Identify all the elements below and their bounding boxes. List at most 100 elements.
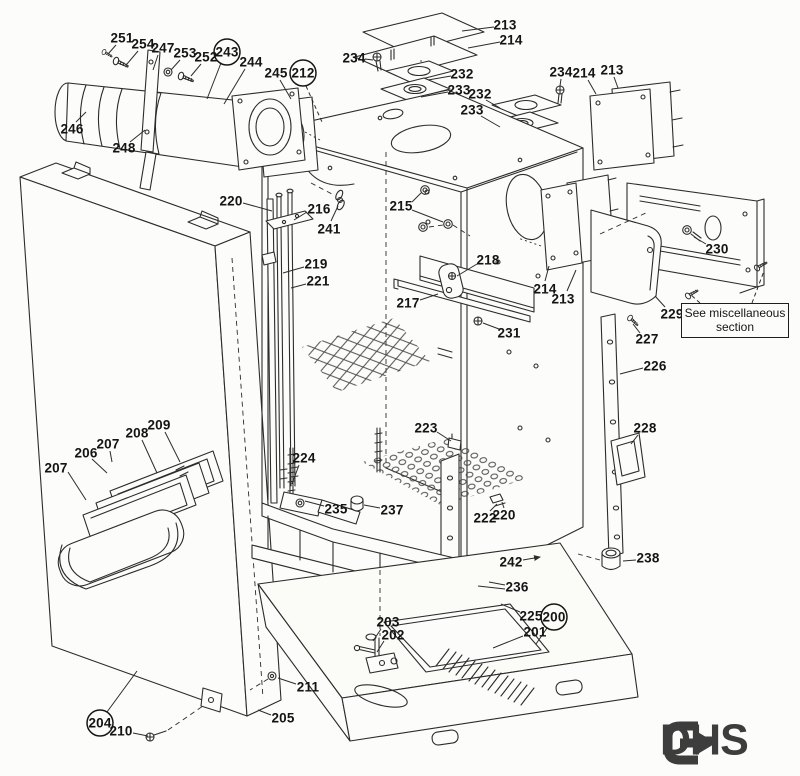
part-label-213: 213 bbox=[551, 292, 574, 307]
part-label-208: 208 bbox=[125, 426, 148, 441]
part-label-248: 248 bbox=[112, 141, 135, 156]
right-side-parts bbox=[517, 174, 769, 571]
screw-252 bbox=[177, 71, 196, 84]
part-label-231: 231 bbox=[497, 326, 520, 341]
part-label-244: 244 bbox=[239, 55, 262, 70]
nut-215 bbox=[418, 222, 428, 232]
leader-line bbox=[372, 628, 382, 642]
leader-line bbox=[587, 79, 597, 95]
part-label-206: 206 bbox=[74, 446, 97, 461]
wingnut-241 bbox=[333, 188, 347, 212]
fitting-202 bbox=[390, 657, 398, 665]
part-label-228: 228 bbox=[633, 421, 656, 436]
part-label-234: 234 bbox=[342, 51, 365, 66]
leader-line bbox=[480, 115, 501, 128]
part-label-207: 207 bbox=[44, 461, 67, 476]
leader-line bbox=[152, 54, 159, 71]
cabinet-body bbox=[261, 89, 584, 586]
clip-223 bbox=[447, 437, 462, 451]
screw-210 bbox=[145, 732, 155, 742]
window-bezel bbox=[57, 509, 185, 587]
leader-line bbox=[559, 78, 562, 87]
part-label-223: 223 bbox=[414, 421, 437, 436]
part-label-230: 230 bbox=[705, 242, 728, 257]
strip-221 bbox=[266, 198, 278, 504]
leader-line bbox=[67, 471, 87, 501]
leader-line bbox=[279, 79, 292, 100]
callout-line2: section bbox=[715, 320, 755, 335]
leader-line bbox=[126, 50, 139, 65]
leader-line bbox=[107, 44, 117, 55]
part-label-212: 212 bbox=[291, 66, 314, 81]
leader-line bbox=[689, 293, 701, 304]
dhs-logo-text: DHS bbox=[660, 715, 749, 765]
leader-line bbox=[693, 236, 707, 245]
part-label-233: 233 bbox=[460, 103, 483, 118]
leader-line bbox=[223, 68, 246, 105]
leader-line bbox=[291, 464, 300, 485]
leader-line bbox=[376, 640, 385, 653]
tray-louvers bbox=[435, 648, 535, 706]
flange-plate bbox=[231, 87, 306, 171]
part-label-circle-212 bbox=[289, 59, 317, 87]
misc-section-callout: See miscellaneous section bbox=[681, 303, 789, 338]
screw-254 bbox=[111, 56, 131, 69]
leader-line bbox=[129, 129, 146, 143]
part-label-227: 227 bbox=[635, 332, 658, 347]
part-label-circle-243 bbox=[213, 38, 241, 66]
part-label-252: 252 bbox=[194, 50, 217, 65]
leader-line bbox=[170, 59, 181, 71]
leader-line bbox=[330, 205, 339, 222]
leader-line bbox=[436, 431, 452, 442]
part-label-204: 204 bbox=[88, 716, 111, 731]
leader-line bbox=[461, 26, 495, 32]
leader-line bbox=[500, 603, 521, 613]
part-label-241: 241 bbox=[317, 222, 340, 237]
part-label-205: 205 bbox=[271, 711, 294, 726]
part-label-236: 236 bbox=[505, 580, 528, 595]
part-label-237: 237 bbox=[380, 503, 403, 518]
leader-line bbox=[141, 439, 158, 474]
bushing-238 bbox=[577, 547, 621, 571]
part-label-247: 247 bbox=[151, 41, 174, 56]
part-label-201: 201 bbox=[523, 625, 546, 640]
nut-215 bbox=[443, 219, 453, 229]
pilot-valve bbox=[353, 633, 399, 674]
part-label-224: 224 bbox=[292, 451, 315, 466]
part-label-211: 211 bbox=[297, 680, 320, 695]
bolt-231 bbox=[473, 316, 483, 326]
leader-line bbox=[411, 192, 422, 203]
part-label-251: 251 bbox=[110, 31, 133, 46]
bracket-218 bbox=[438, 263, 464, 299]
leader-line bbox=[544, 265, 550, 282]
tray-slot bbox=[354, 684, 408, 708]
leader-line bbox=[419, 293, 439, 301]
leader-line bbox=[190, 63, 202, 77]
part-label-243: 243 bbox=[215, 45, 238, 60]
top-plates bbox=[354, 12, 485, 108]
leader-line bbox=[364, 58, 374, 61]
part-label-235: 235 bbox=[324, 502, 347, 517]
part-label-246: 246 bbox=[60, 122, 83, 137]
tray-skirt-front bbox=[341, 653, 639, 742]
rail-217 bbox=[397, 279, 531, 323]
leader-line bbox=[619, 367, 644, 375]
flue-bracket bbox=[140, 49, 161, 153]
leader-line bbox=[427, 75, 452, 81]
leader-line bbox=[206, 62, 222, 100]
leader-line bbox=[613, 76, 619, 89]
part-label-229: 229 bbox=[660, 307, 683, 322]
leader-line bbox=[75, 111, 87, 123]
part-label-209: 209 bbox=[147, 418, 170, 433]
screw-211 bbox=[267, 671, 277, 681]
part-label-214: 214 bbox=[499, 33, 522, 48]
part-label-234: 234 bbox=[549, 65, 572, 80]
part-label-213: 213 bbox=[600, 63, 623, 78]
leader-line bbox=[630, 434, 639, 445]
cap-nut-237 bbox=[350, 495, 364, 512]
leader-line bbox=[420, 91, 449, 98]
leader-line bbox=[467, 41, 501, 49]
part-label-200: 200 bbox=[542, 610, 565, 625]
dhs-logo: DHS bbox=[660, 715, 749, 765]
